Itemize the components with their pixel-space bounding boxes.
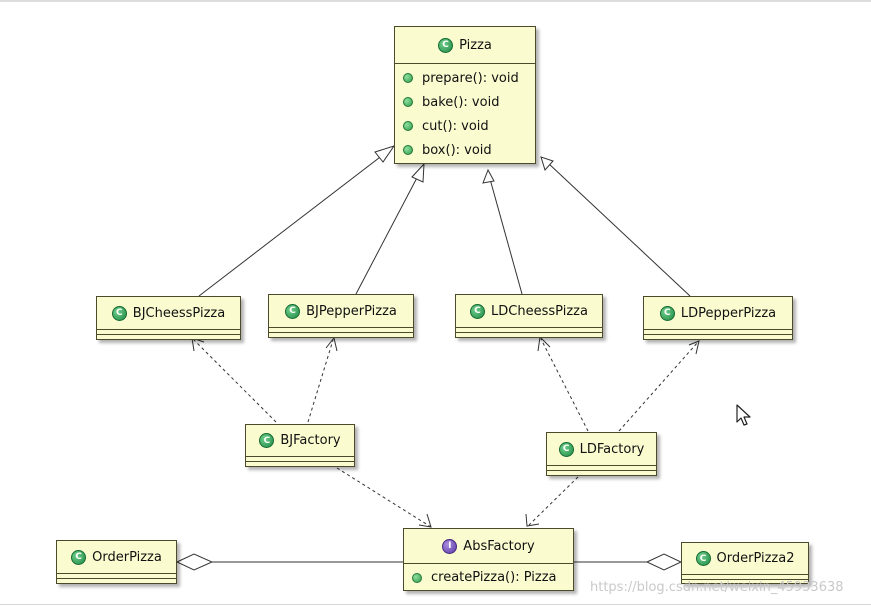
dep-line-ldfactory-absfactory — [528, 476, 579, 526]
dep-line-ldfactory-ldcheess — [540, 338, 589, 432]
class-orderpizza2-name: OrderPizza2 — [716, 551, 795, 566]
gen-line-ldpepper — [547, 162, 691, 297]
method-label: bake(): void — [422, 94, 500, 110]
gen-line-bjcheess — [198, 150, 389, 297]
class-bjpepperpizza-name: BJPepperPizza — [306, 303, 397, 319]
class-pizza-methods: prepare(): void bake(): void cut(): void… — [395, 64, 535, 162]
interface-absfactory-name: AbsFactory — [463, 538, 535, 554]
dep-line-bjfactory-bjpepper — [307, 339, 334, 423]
empty-compartment — [547, 466, 656, 471]
interface-absfactory-header: I AbsFactory — [404, 529, 573, 564]
method-row: createPizza(): Pizza — [404, 564, 573, 591]
dep-arrow-absfactory-right — [525, 513, 540, 527]
bottom-border-line — [0, 604, 871, 605]
method-dot-icon — [403, 73, 413, 83]
class-orderpizza2[interactable]: C OrderPizza2 — [681, 542, 809, 584]
dep-arrow-ldpepper — [688, 340, 700, 355]
class-ldfactory-name: LDFactory — [579, 441, 645, 457]
dep-line-bjfactory-bjcheess — [193, 339, 277, 423]
agg-diamond-orderpizza2 — [645, 553, 683, 571]
empty-compartment — [456, 328, 602, 333]
method-row: prepare(): void — [395, 66, 535, 90]
class-badge-icon: C — [111, 305, 127, 321]
empty-compartment — [644, 330, 792, 335]
dep-arrow-absfactory-left — [418, 513, 432, 528]
class-bjfactory-name: BJFactory — [280, 433, 341, 448]
class-bjfactory-header: C BJFactory — [246, 425, 354, 457]
class-pizza-header: C Pizza — [395, 27, 535, 64]
top-border-line — [0, 0, 871, 2]
method-dot-icon — [412, 572, 422, 583]
method-label: createPizza(): Pizza — [431, 570, 557, 585]
class-badge-icon: C — [285, 303, 301, 319]
class-bjfactory[interactable]: C BJFactory — [245, 424, 355, 467]
class-bjcheesspizza[interactable]: C BJCheessPizza — [96, 296, 241, 340]
interface-absfactory[interactable]: I AbsFactory createPizza(): Pizza — [403, 528, 574, 591]
gen-arrow-bjpepper — [411, 162, 425, 183]
dep-line-ldfactory-ldpepper — [618, 341, 699, 432]
class-bjpepperpizza[interactable]: C BJPepperPizza — [268, 294, 414, 338]
class-ldfactory[interactable]: C LDFactory — [546, 432, 657, 476]
empty-compartment — [57, 574, 176, 579]
empty-compartment — [97, 330, 240, 335]
method-row: cut(): void — [395, 114, 535, 138]
class-orderpizza-header: C OrderPizza — [57, 541, 176, 574]
dep-line-bjfactory-absfactory — [336, 467, 432, 528]
empty-compartment — [269, 328, 413, 333]
class-badge-icon: C — [470, 303, 486, 319]
mouse-cursor-icon — [736, 404, 751, 426]
gen-line-bjpepper — [355, 171, 421, 295]
class-badge-icon: C — [558, 441, 574, 457]
method-row: box(): void — [395, 138, 535, 162]
class-ldfactory-header: C LDFactory — [547, 433, 656, 466]
method-dot-icon — [403, 121, 413, 131]
method-label: box(): void — [422, 142, 492, 158]
method-label: prepare(): void — [422, 70, 519, 86]
class-ldpepperpizza-header: C LDPepperPizza — [644, 297, 792, 330]
empty-compartment — [682, 575, 808, 580]
empty-compartment — [246, 457, 354, 462]
gen-arrow-ldcheess — [482, 168, 495, 184]
class-badge-icon: C — [659, 305, 675, 321]
method-dot-icon — [403, 145, 413, 155]
class-ldpepperpizza-name: LDPepperPizza — [680, 305, 777, 321]
method-label: cut(): void — [422, 118, 489, 134]
class-badge-icon: C — [438, 37, 454, 53]
class-badge-icon: C — [695, 551, 711, 566]
method-dot-icon — [403, 97, 413, 107]
interface-badge-icon: I — [442, 538, 458, 554]
class-bjcheesspizza-header: C BJCheessPizza — [97, 297, 240, 330]
class-badge-icon: C — [71, 549, 87, 565]
class-ldcheesspizza-header: C LDCheessPizza — [456, 295, 602, 328]
class-orderpizza[interactable]: C OrderPizza — [56, 540, 177, 584]
class-ldcheesspizza[interactable]: C LDCheessPizza — [455, 294, 603, 338]
class-pizza[interactable]: C Pizza prepare(): void bake(): void cut… — [394, 26, 536, 164]
class-badge-icon: C — [259, 433, 275, 448]
method-row: bake(): void — [395, 90, 535, 114]
class-orderpizza2-header: C OrderPizza2 — [682, 543, 808, 575]
dep-arrow-bjpepper — [325, 336, 338, 352]
class-ldpepperpizza[interactable]: C LDPepperPizza — [643, 296, 793, 340]
agg-diamond-orderpizza — [175, 553, 214, 571]
watermark-text: https://blog.csdn.net/weixin_45933638 — [590, 580, 844, 595]
gen-arrow-ldpepper — [540, 156, 554, 171]
gen-line-ldcheess — [489, 178, 523, 295]
class-ldcheesspizza-name: LDCheessPizza — [491, 303, 588, 319]
class-bjpepperpizza-header: C BJPepperPizza — [269, 295, 413, 328]
gen-arrow-bjcheess — [374, 145, 396, 163]
class-pizza-name: Pizza — [459, 37, 492, 53]
class-orderpizza-name: OrderPizza — [92, 549, 162, 565]
class-bjcheesspizza-name: BJCheessPizza — [132, 305, 226, 321]
